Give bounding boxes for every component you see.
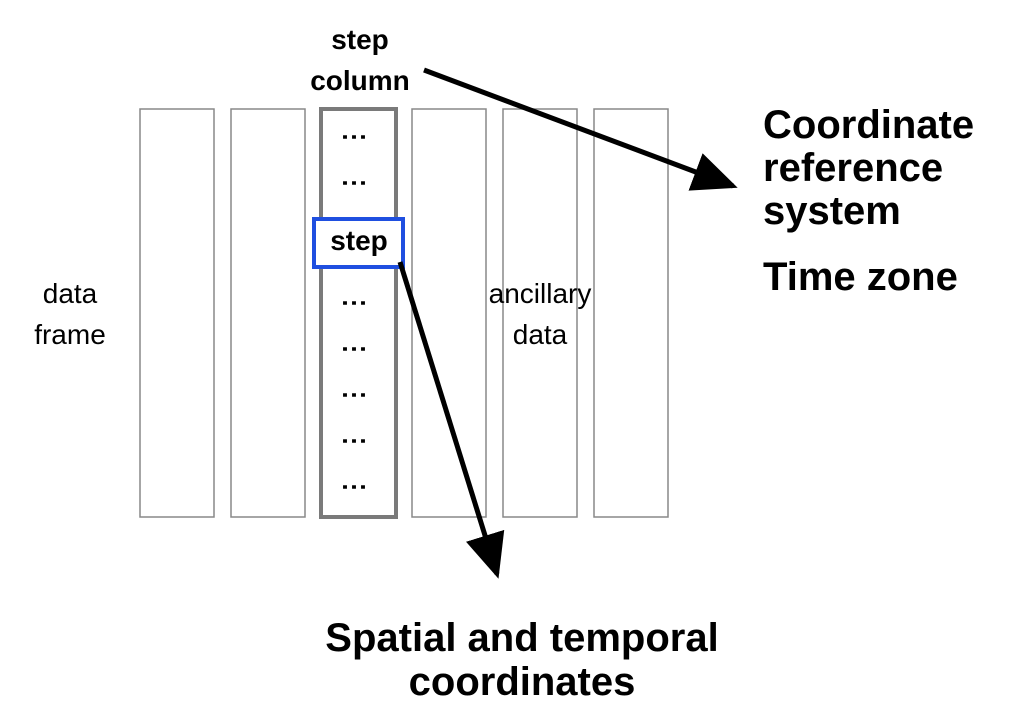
step-column-label: step column — [290, 19, 430, 101]
step-cell-box — [312, 217, 405, 269]
ancillary-data-label: ancillary data — [470, 273, 610, 355]
ellipsis-1: ⋮ — [340, 124, 370, 150]
data-column-4 — [411, 108, 487, 518]
crs-label-line-2: reference — [763, 146, 944, 190]
ellipsis-3: ⋮ — [340, 290, 370, 316]
ellipsis-7: ⋮ — [340, 474, 370, 500]
data-frame-label-line-2: frame — [34, 319, 106, 350]
ancillary-data-label-line-1: ancillary — [488, 278, 592, 309]
data-frame-label: data frame — [10, 273, 130, 355]
ellipsis-6: ⋮ — [340, 428, 370, 454]
arrow-to-crs — [423, 67, 738, 191]
coordinates-label: Spatial and temporal coordinates — [280, 616, 764, 704]
step-column-label-line-2: column — [310, 65, 410, 96]
data-column-5 — [502, 108, 578, 518]
ancillary-data-label-line-2: data — [512, 319, 568, 350]
coordinates-label-line-2: coordinates — [408, 660, 636, 704]
coordinates-label-line-1: Spatial and temporal — [325, 616, 719, 660]
crs-label-line-3: system — [763, 189, 901, 233]
data-column-2 — [230, 108, 306, 518]
ellipsis-4: ⋮ — [340, 336, 370, 362]
data-frame-label-line-1: data — [42, 278, 98, 309]
crs-label-line-1: Coordinate — [763, 103, 975, 147]
arrow-to-coordinates — [397, 261, 505, 579]
step-cell-label: step — [330, 225, 388, 256]
step-column-label-line-1: step — [331, 24, 389, 55]
data-column-6 — [593, 108, 669, 518]
ellipsis-5: ⋮ — [340, 382, 370, 408]
time-zone-label: Time zone — [763, 255, 958, 299]
crs-label: Coordinate reference system — [763, 104, 1018, 233]
step-column — [319, 107, 398, 519]
data-column-1 — [139, 108, 215, 518]
ellipsis-2: ⋮ — [340, 170, 370, 196]
